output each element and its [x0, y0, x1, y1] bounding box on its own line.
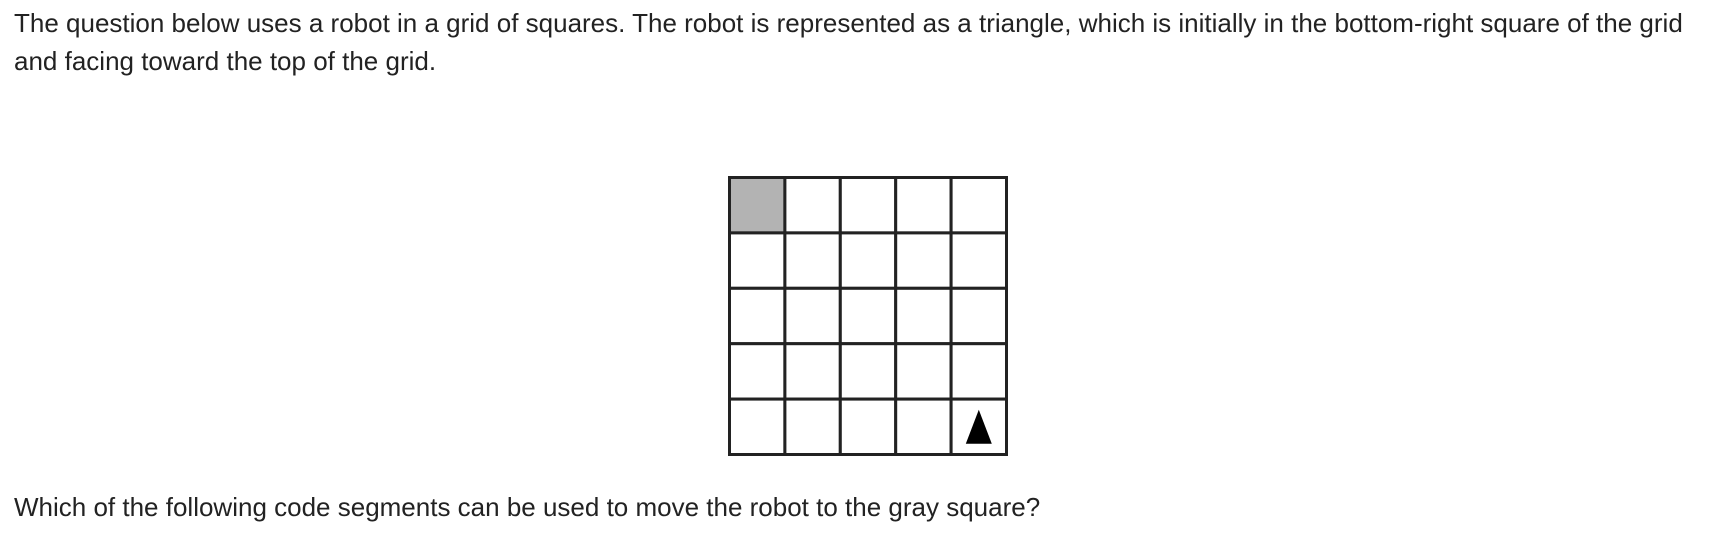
grid-square — [728, 286, 787, 346]
grid-square — [728, 342, 787, 401]
grid-square — [838, 176, 898, 235]
grid-square — [783, 397, 842, 457]
grid-square — [783, 231, 842, 290]
grid-square — [783, 176, 842, 235]
grid-square — [838, 286, 898, 346]
grid-square — [949, 286, 1008, 346]
grid-square — [728, 397, 787, 457]
robot-grid — [728, 176, 1008, 457]
robot-triangle-icon — [965, 409, 992, 444]
grid-square — [838, 342, 898, 401]
grid-square — [894, 286, 953, 346]
grid-square — [894, 231, 953, 290]
grid-square — [894, 176, 953, 235]
grid-square — [838, 231, 898, 290]
question-text: Which of the following code segments can… — [14, 492, 1041, 522]
grid-square — [894, 342, 953, 401]
grid-square — [728, 231, 787, 290]
grid-square — [783, 342, 842, 401]
grid-square — [949, 397, 1008, 457]
grid-square — [838, 397, 898, 457]
grid-square — [949, 176, 1008, 235]
robot-grid-figure — [728, 176, 1008, 458]
grid-square — [949, 231, 1008, 290]
grid-square — [783, 286, 842, 346]
grid-square — [894, 397, 953, 457]
grid-square — [949, 342, 1008, 401]
gray-target-square — [728, 176, 787, 235]
intro-text: The question below uses a robot in a gri… — [14, 8, 1683, 76]
